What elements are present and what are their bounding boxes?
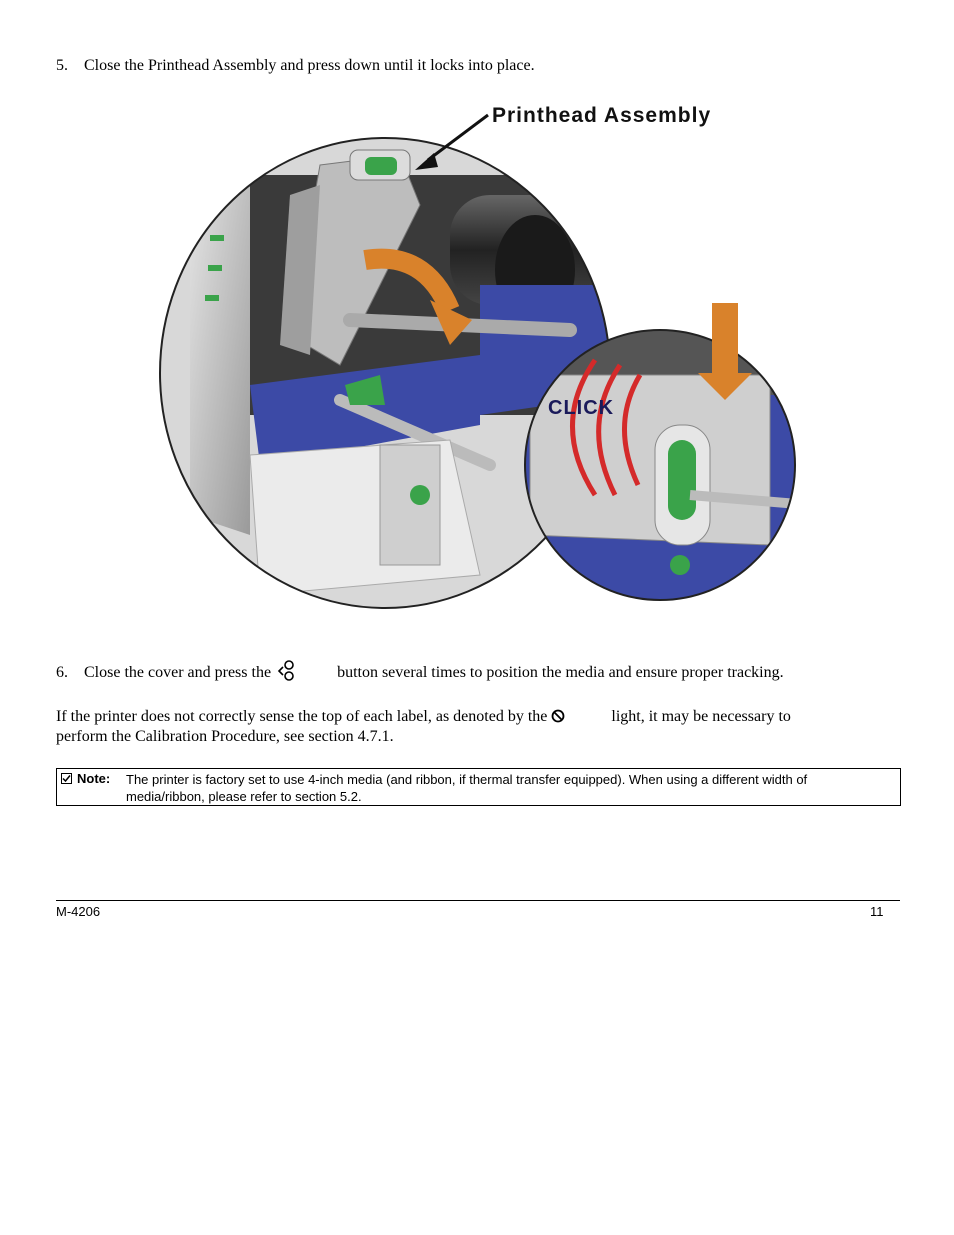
checkbox-icon xyxy=(61,773,72,784)
fault-light-icon xyxy=(551,709,565,723)
note-text: The printer is factory set to use 4-inch… xyxy=(126,771,807,805)
step-5-text: Close the Printhead Assembly and press d… xyxy=(84,57,535,74)
step-6-text-before: Close the cover and press the xyxy=(84,664,272,681)
feed-button-icon xyxy=(277,660,294,681)
note-line-2: media/ribbon, please refer to section 5.… xyxy=(126,789,362,804)
printer-interior xyxy=(160,138,610,608)
note-label: Note: xyxy=(77,771,111,786)
step-6-number: 6. xyxy=(56,664,68,681)
step-6: 6. Close the cover and press the button s… xyxy=(56,660,784,682)
printhead-assembly-label: Printhead Assembly xyxy=(492,104,711,127)
press-down-arrow xyxy=(712,303,738,375)
footer-doc-id: M-4206 xyxy=(56,904,101,919)
footer-page-number: 11 xyxy=(870,904,884,919)
calibration-paragraph-line2: perform the Calibration Procedure, see s… xyxy=(56,728,394,745)
note-line-1: The printer is factory set to use 4-inch… xyxy=(126,772,808,787)
calibration-paragraph-line1: If the printer does not correctly sense … xyxy=(56,708,791,726)
note-box: Note: The printer is factory set to use … xyxy=(56,768,901,806)
callout-leader xyxy=(427,113,489,162)
step-6-text-after: button several times to position the med… xyxy=(337,664,784,681)
printhead-figure: Printhead Assembly CLICK xyxy=(159,104,796,609)
step-5: 5. Close the Printhead Assembly and press… xyxy=(56,57,535,75)
footer-rule xyxy=(56,900,900,901)
paragraph-text-after: light, it may be necessary to xyxy=(611,708,791,725)
click-label: CLICK xyxy=(548,397,614,419)
step-5-number: 5. xyxy=(56,57,68,74)
paragraph-text-before: If the printer does not correctly sense … xyxy=(56,708,548,725)
